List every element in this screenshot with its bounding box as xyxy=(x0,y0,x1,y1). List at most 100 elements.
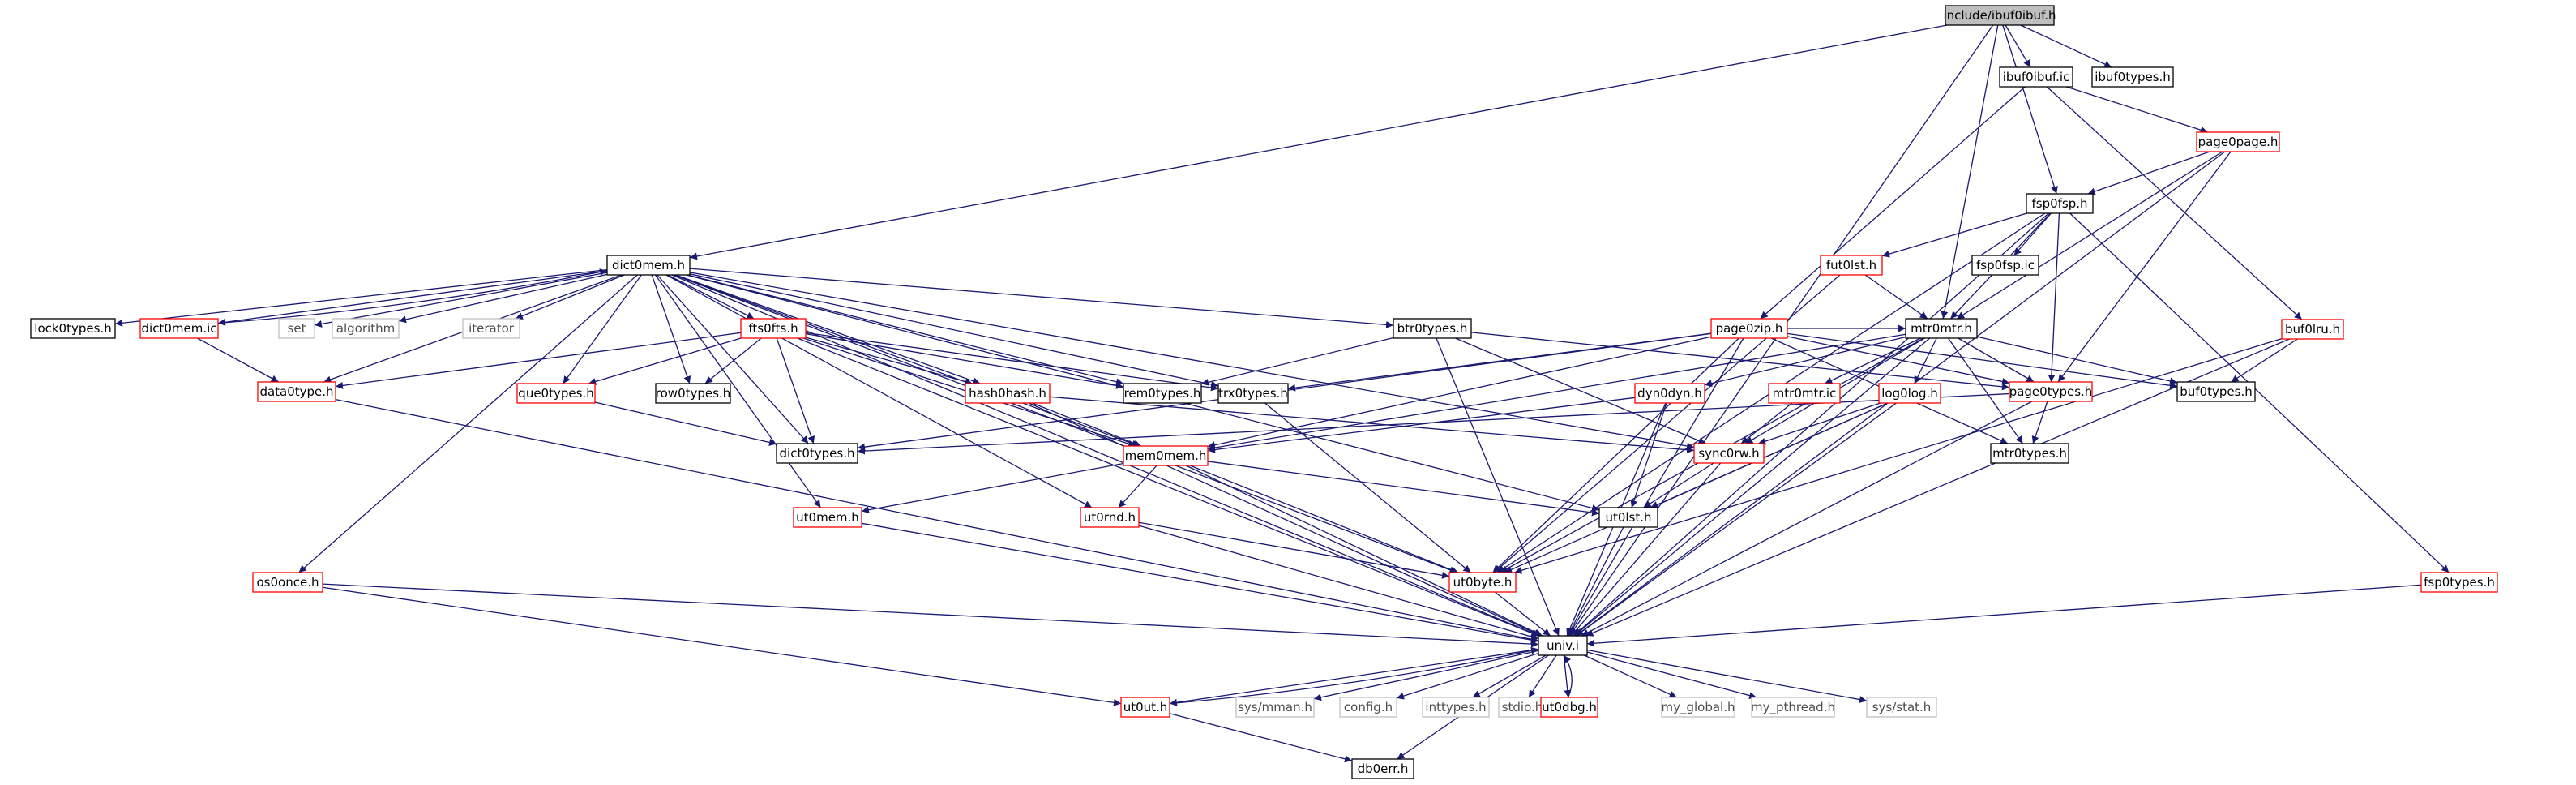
node-fsp0fsp[interactable]: fsp0fsp.h xyxy=(2026,193,2094,214)
node-mtr0mtr[interactable]: mtr0mtr.h xyxy=(1905,318,1978,339)
node-label: fsp0fsp.h xyxy=(2031,196,2087,211)
node-label: mtr0mtr.h xyxy=(1911,321,1972,336)
node-label: stdio.h xyxy=(1502,700,1543,714)
node-label: hash0hash.h xyxy=(969,386,1046,401)
node-box xyxy=(1990,443,2069,464)
node-trx0types[interactable]: trx0types.h xyxy=(1217,383,1289,404)
node-dyn0dyn[interactable]: dyn0dyn.h xyxy=(1634,383,1705,404)
node-box xyxy=(1540,697,1598,718)
node-sync0rw[interactable]: sync0rw.h xyxy=(1693,443,1765,464)
node-layer: include/ibuf0ibuf.h ibuf0ibuf.ic ibuf0type… xyxy=(30,5,2498,779)
node-mtr0mtr-ic[interactable]: mtr0mtr.ic xyxy=(1768,383,1841,404)
node-box xyxy=(2420,572,2498,593)
node-box xyxy=(1634,383,1705,404)
dependency-edge-dict0mem_ic-to-dict0mem xyxy=(217,268,608,324)
node-ut0lst[interactable]: ut0lst.h xyxy=(1598,507,1658,528)
node-btr0types[interactable]: btr0types.h xyxy=(1393,318,1472,339)
node-box xyxy=(2091,66,2174,88)
dependency-edge-univ-to-my_pthread xyxy=(1586,651,1757,700)
node-box xyxy=(1080,507,1140,528)
dependency-edge-log0log-to-ut0byte xyxy=(1504,402,1889,573)
node-fsp0fsp-ic[interactable]: fsp0fsp.ic xyxy=(1971,255,2039,276)
dependency-edge-dyn0dyn-to-mem0mem xyxy=(1207,397,1636,453)
dependency-edge-root-to-dict0mem xyxy=(689,24,1948,260)
node-ut0byte[interactable]: ut0byte.h xyxy=(1448,572,1517,593)
node-db0err[interactable]: db0err.h xyxy=(1351,758,1414,779)
dependency-edge-dict0mem-to-mem0mem xyxy=(674,274,1140,448)
dependency-edge-ut0rnd-to-ut0byte xyxy=(1138,521,1450,579)
node-fsp0types[interactable]: fsp0types.h xyxy=(2420,572,2498,593)
node-page0types[interactable]: page0types.h xyxy=(2009,381,2093,402)
node-ibuf0types[interactable]: ibuf0types.h xyxy=(2091,66,2174,88)
dependency-edge-fsp0types-to-univ xyxy=(1586,584,2422,647)
dependency-edge-fut0lst-to-ut0byte xyxy=(1493,274,1841,573)
node-dict0mem-ic[interactable]: dict0mem.ic xyxy=(139,318,219,339)
dependency-edge-mem0mem-to-ut0mem xyxy=(861,462,1124,514)
node-box xyxy=(776,443,858,464)
dependency-edge-univ-to-sys_stat xyxy=(1586,649,1868,703)
node-box xyxy=(1393,318,1472,339)
node-label: buf0lru.h xyxy=(2285,322,2340,337)
dependency-edge-fts0fts-to-row0types xyxy=(704,337,762,384)
node-buf0types[interactable]: buf0types.h xyxy=(2176,381,2256,402)
node-fts0fts[interactable]: fts0fts.h xyxy=(740,318,807,339)
node-ut0ut[interactable]: ut0ut.h xyxy=(1120,697,1170,718)
node-box xyxy=(139,318,219,339)
dependency-edge-fts0fts-to-dict0types xyxy=(776,337,815,444)
node-lock0types[interactable]: lock0types.h xyxy=(30,318,116,339)
node-hash0hash[interactable]: hash0hash.h xyxy=(965,383,1051,404)
dependency-edge-page0zip-to-buf0types xyxy=(1787,332,2178,389)
node-box xyxy=(965,383,1051,404)
node-box xyxy=(1123,445,1209,466)
dependency-edge-sync0rw-to-univ xyxy=(1570,462,1722,637)
node-ut0rnd[interactable]: ut0rnd.h xyxy=(1080,507,1140,528)
dependency-edge-mtr0mtr_ic-to-sync0rw xyxy=(1740,402,1793,444)
node-row0types[interactable]: row0types.h xyxy=(655,383,731,404)
node-que0types[interactable]: que0types.h xyxy=(516,383,596,404)
node-log0log[interactable]: log0log.h xyxy=(1878,383,1941,404)
dependency-edge-fut0lst-to-mtr0mtr xyxy=(1864,274,1928,320)
node-ut0dbg[interactable]: ut0dbg.h xyxy=(1540,697,1598,718)
dependency-edge-univ-to-sys_mman xyxy=(1313,650,1539,701)
dependency-edge-ut0byte-to-univ xyxy=(1494,591,1551,637)
node-page0zip[interactable]: page0zip.h xyxy=(1710,318,1788,339)
node-label: mtr0mtr.ic xyxy=(1773,386,1837,401)
node-label: mem0mem.h xyxy=(1125,448,1207,463)
dependency-edge-univ-to-config xyxy=(1396,652,1539,700)
dependency-edge-page0page-to-mtr0mtr xyxy=(1956,151,2223,320)
node-box xyxy=(1999,66,2073,88)
node-mem0mem[interactable]: mem0mem.h xyxy=(1123,445,1209,466)
node-ut0mem[interactable]: ut0mem.h xyxy=(793,507,862,528)
node-label: os0once.h xyxy=(257,575,319,590)
node-label: fts0fts.h xyxy=(748,321,798,336)
node-data0type[interactable]: data0type.h xyxy=(257,381,336,402)
node-rem0types[interactable]: rem0types.h xyxy=(1123,383,1202,404)
dependency-edge-dict0mem-to-row0types xyxy=(651,274,691,384)
node-os0once[interactable]: os0once.h xyxy=(252,572,323,593)
node-root[interactable]: include/ibuf0ibuf.h xyxy=(1943,5,2056,26)
node-box xyxy=(1351,758,1414,779)
node-ibuf0ibuf-ic[interactable]: ibuf0ibuf.ic xyxy=(1999,66,2073,88)
node-box xyxy=(2009,381,2093,402)
dependency-edge-os0once-to-univ xyxy=(322,583,1539,648)
node-label: univ.i xyxy=(1547,638,1579,653)
node-univ[interactable]: univ.i xyxy=(1538,635,1588,656)
dependency-edge-dict0mem-to-dict0mem_ic xyxy=(217,270,608,326)
node-fut0lst[interactable]: fut0lst.h xyxy=(1820,255,1883,276)
node-dict0mem[interactable]: dict0mem.h xyxy=(606,255,691,276)
dependency-edge-sync0rw-to-ut0lst xyxy=(1643,462,1714,508)
dependency-edge-mtr0mtr-to-mtr0types xyxy=(1947,337,2024,444)
dependency-edge-dict0mem-to-ut0mem xyxy=(654,274,821,508)
dependency-edge-ibuf0ibuf_ic-to-buf0lru xyxy=(2046,86,2303,320)
dependency-edge-page0zip-to-univ xyxy=(1568,337,1744,637)
node-buf0lru[interactable]: buf0lru.h xyxy=(2281,319,2344,340)
dependency-edge-fts0fts-to-trx0types xyxy=(805,332,1219,392)
node-page0page[interactable]: page0page.h xyxy=(2196,131,2280,152)
node-dict0types[interactable]: dict0types.h xyxy=(776,443,858,464)
node-mtr0types[interactable]: mtr0types.h xyxy=(1990,443,2069,464)
dependency-edge-dict0mem_ic-to-data0type xyxy=(197,337,279,383)
node-box xyxy=(1878,383,1941,404)
dependency-edge-univ-to-my_global xyxy=(1584,654,1677,698)
node-label: ut0rnd.h xyxy=(1084,510,1136,525)
